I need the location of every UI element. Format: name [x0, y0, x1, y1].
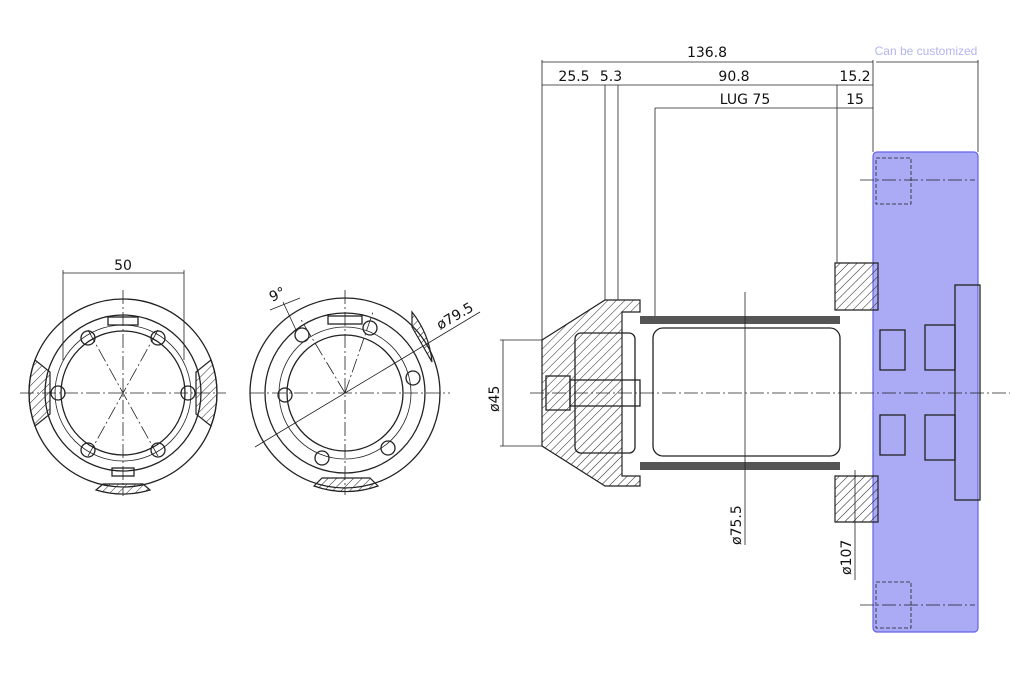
- overall-length-dim: 136.8: [687, 45, 727, 61]
- flange-diameter-dim: ø107: [839, 540, 855, 575]
- segment-dim-4: 15.2: [839, 69, 870, 85]
- segment-dim-3: 90.8: [718, 69, 749, 85]
- shaft-diameter-dim: ø45: [487, 386, 503, 412]
- diameter-dimension: ø79.5: [434, 300, 476, 334]
- tube-diameter-dim: ø75.5: [729, 505, 745, 545]
- segment-dim-1: 25.5: [558, 69, 589, 85]
- lug-length-dim: LUG 75: [720, 92, 770, 108]
- customizable-note: Can be customized: [875, 44, 978, 58]
- side-view: 136.8 25.5 5.3 90.8 15.2 LUG 75 15 ø45 ø…: [487, 44, 1010, 633]
- flange-offset-dim: 15: [846, 92, 864, 108]
- segment-dim-2: 5.3: [600, 69, 622, 85]
- width-dimension: 50: [114, 258, 132, 274]
- front-view: 50: [20, 258, 226, 496]
- rear-view: 9° ø79.5: [249, 284, 481, 495]
- angle-dimension: 9°: [267, 284, 288, 305]
- customizable-plate: [872, 151, 979, 633]
